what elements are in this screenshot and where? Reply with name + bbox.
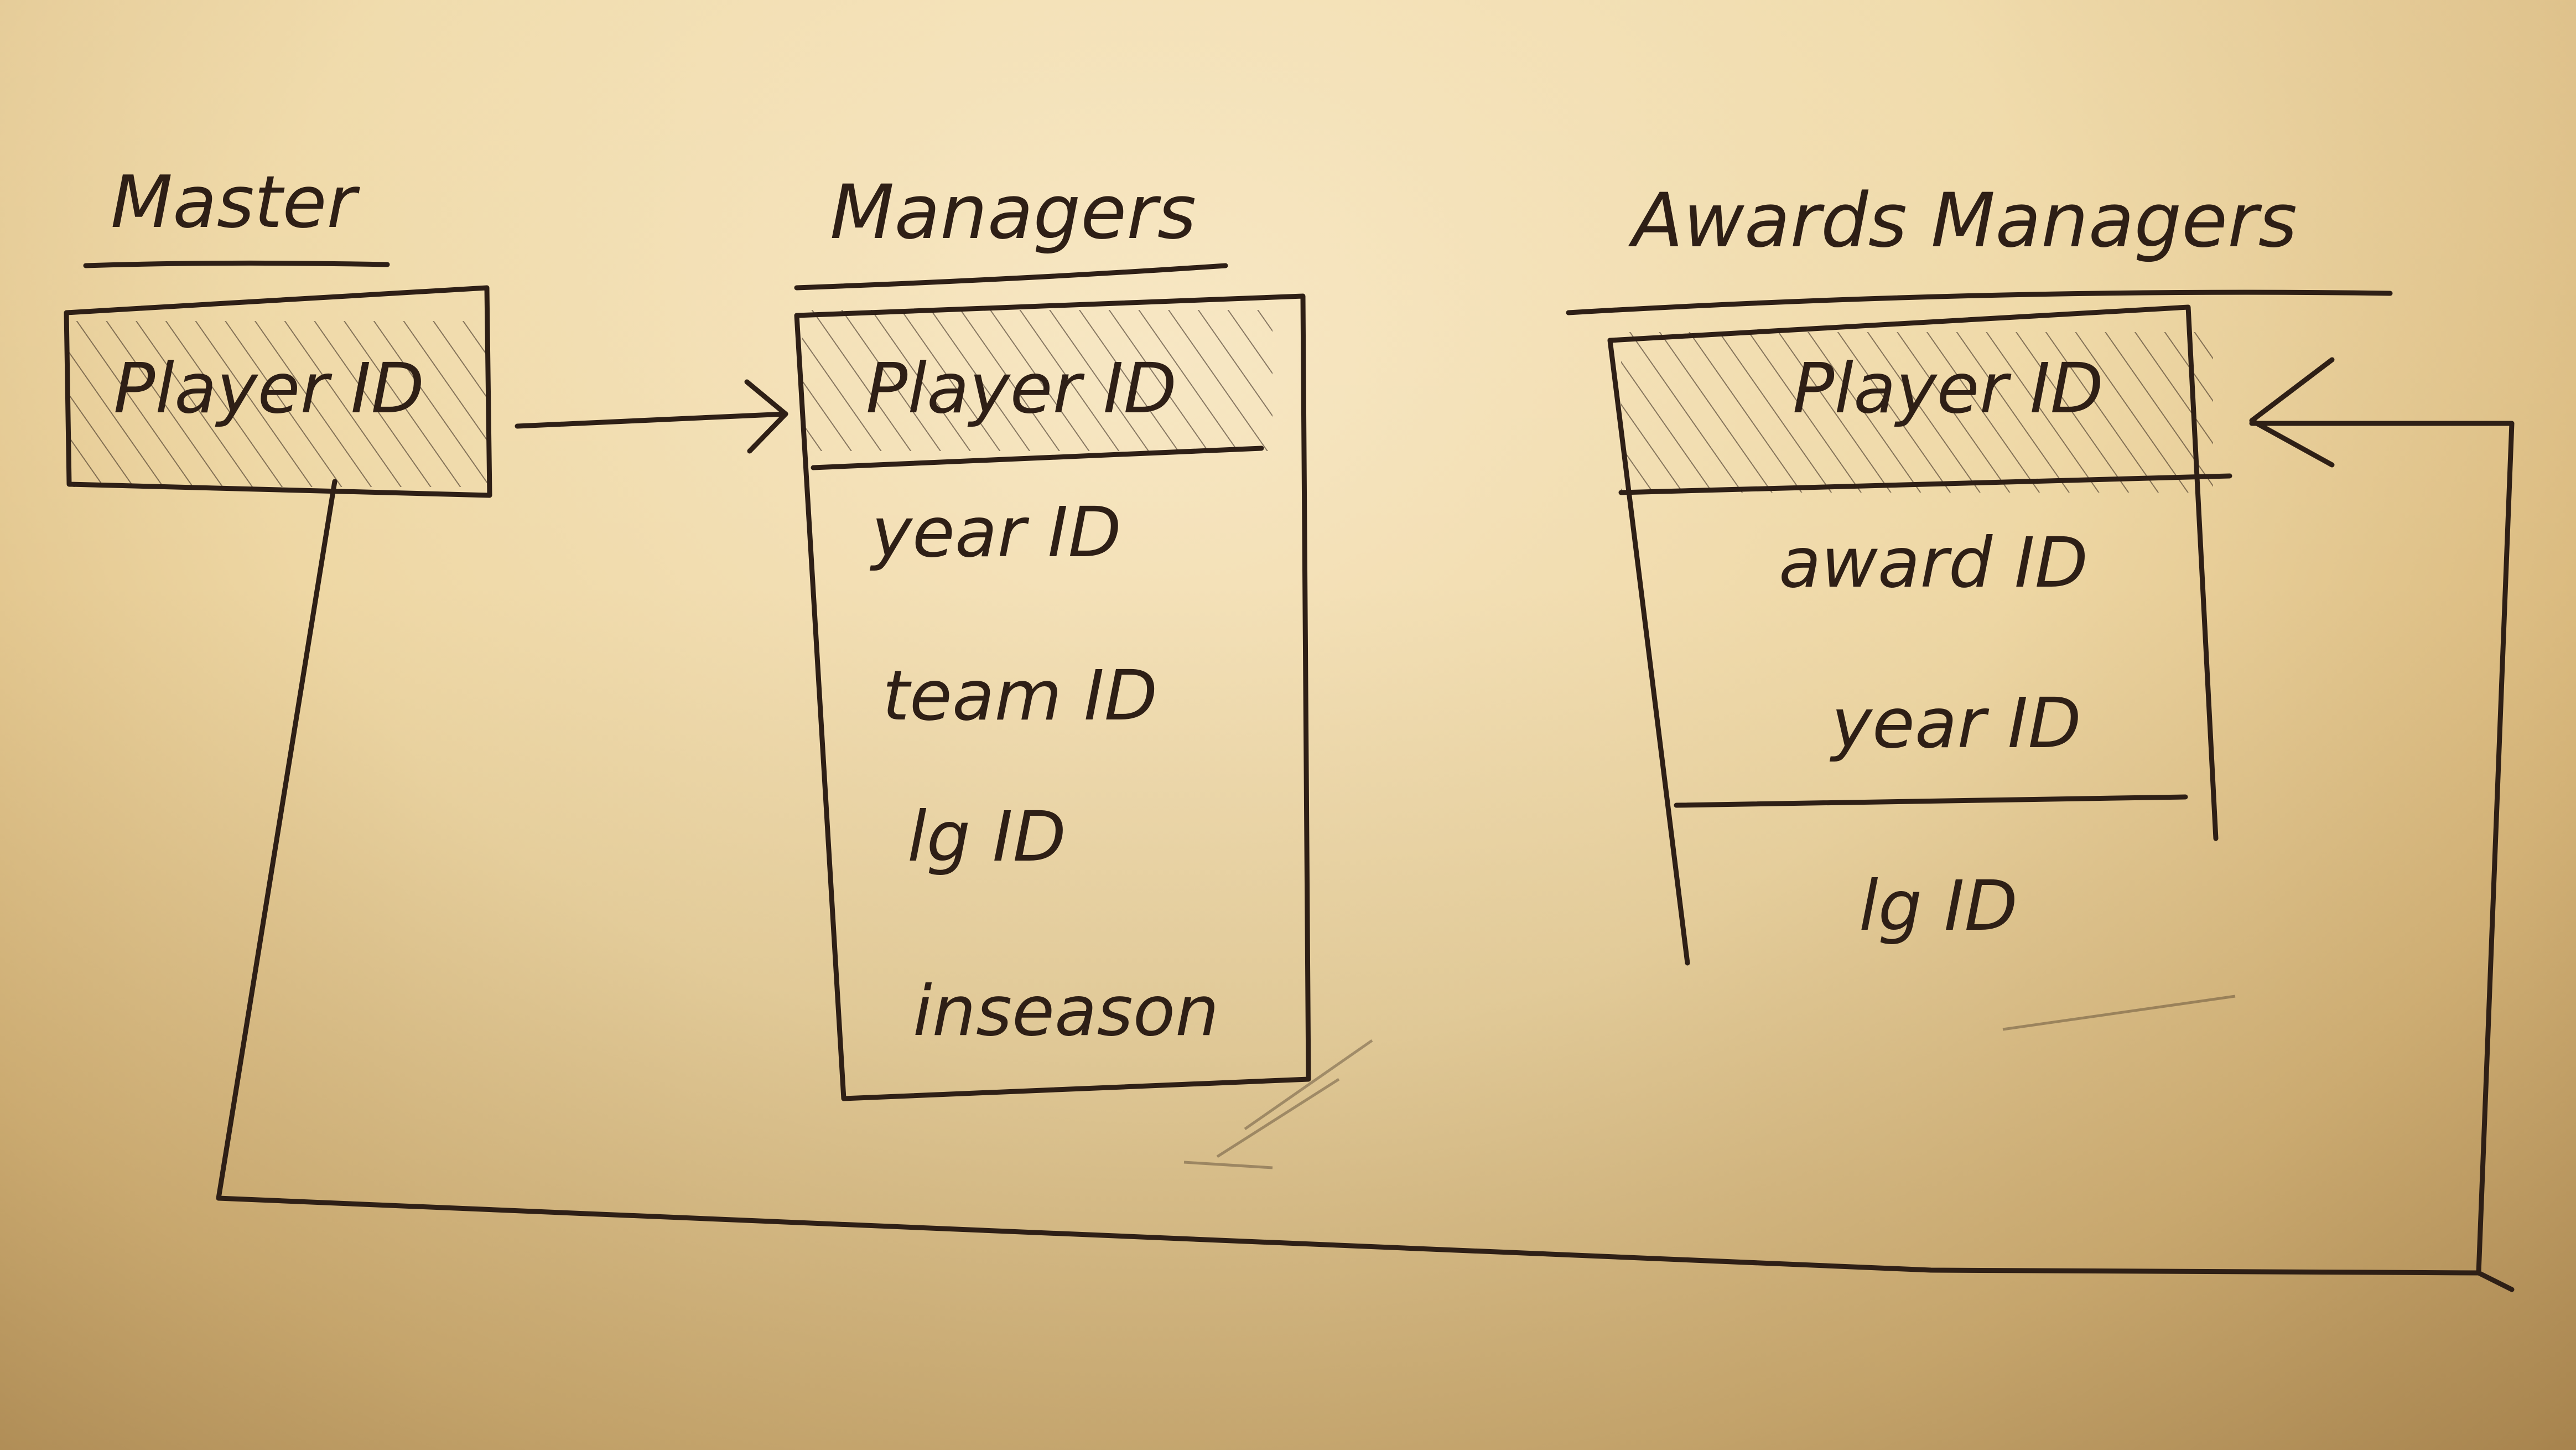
table-awards-managers-key-divider (1618, 473, 2232, 495)
table-master-key-hatch (69, 321, 487, 487)
table-awards-managers-key: Player ID (1793, 349, 2104, 429)
table-managers-field-lg: lg ID (907, 797, 1066, 877)
table-managers-title-underline (794, 263, 1228, 291)
table-awards-managers-title-underline (1566, 289, 2393, 315)
table-managers-field-inseason: inseason (913, 971, 1219, 1052)
table-awards-managers: Awards Managers Player ID award ID year … (1566, 177, 2393, 966)
smudge-marks (1183, 995, 2236, 1169)
table-awards-managers-field-award: award ID (1779, 523, 2088, 603)
table-master: Master Player ID (64, 160, 492, 498)
table-master-key: Player ID (113, 349, 424, 429)
connector-master-to-awards-managers (216, 357, 2515, 1292)
table-managers-box (794, 293, 1311, 1101)
table-managers-key-divider (811, 446, 1264, 470)
table-awards-managers-field-year: year ID (1829, 683, 2081, 764)
arrow-master-to-managers (515, 379, 788, 454)
table-managers-field-team: team ID (882, 656, 1157, 736)
table-awards-managers-key-hatch (1621, 332, 2213, 493)
table-managers: Managers Player ID year ID team ID lg ID… (794, 169, 1311, 1101)
table-managers-field-year: year ID (869, 493, 1121, 573)
table-awards-managers-field-lg: lg ID (1859, 866, 2018, 946)
table-managers-key: Player ID (866, 349, 1177, 429)
table-awards-managers-box (1607, 304, 2219, 841)
table-managers-title: Managers (830, 169, 1196, 256)
table-master-title: Master (111, 160, 361, 244)
table-master-title-underline (83, 260, 390, 268)
table-awards-managers-box-left (1607, 338, 1690, 966)
table-awards-managers-title: Awards Managers (1628, 177, 2297, 264)
table-master-box (64, 285, 492, 498)
table-awards-managers-lower-divider (1674, 794, 2188, 808)
table-managers-key-hatch (802, 310, 1273, 451)
